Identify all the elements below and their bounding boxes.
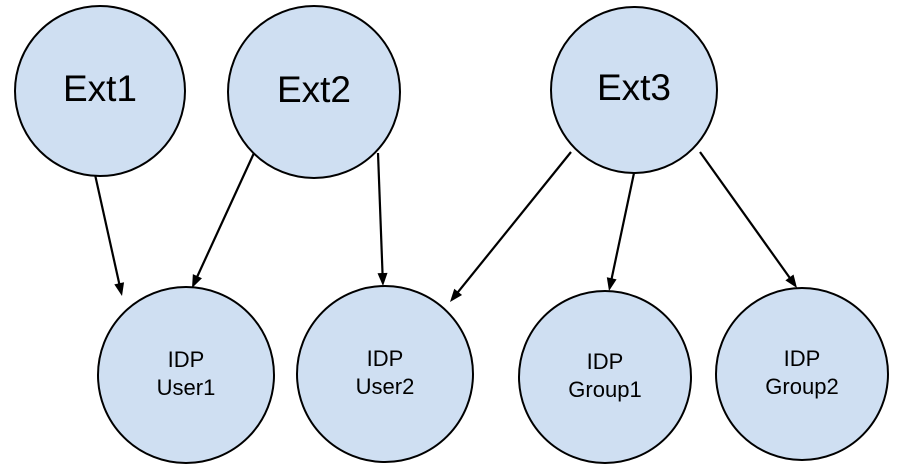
node-circle-user1[interactable] bbox=[97, 286, 275, 464]
node-circle-ext1[interactable] bbox=[14, 5, 186, 177]
arrowhead-icon bbox=[606, 277, 617, 291]
edge-ext2-to-user2 bbox=[376, 152, 388, 286]
node-circle-group2[interactable] bbox=[715, 287, 889, 461]
edge-ext3-to-group1 bbox=[606, 172, 636, 291]
node-circle-ext2[interactable] bbox=[227, 5, 401, 179]
edge-line bbox=[455, 151, 572, 296]
edge-line bbox=[699, 151, 793, 282]
arrowhead-icon bbox=[377, 272, 388, 286]
arrowhead-icon bbox=[785, 274, 797, 288]
edge-line bbox=[376, 152, 384, 277]
edge-line bbox=[194, 152, 255, 280]
node-ext2[interactable]: Ext2 bbox=[227, 5, 401, 179]
node-circle-user2[interactable] bbox=[296, 285, 474, 463]
node-circle-ext3[interactable] bbox=[550, 6, 718, 174]
arrowhead-icon bbox=[192, 274, 202, 288]
node-ext1[interactable]: Ext1 bbox=[14, 5, 186, 177]
arrowhead-icon bbox=[114, 282, 125, 296]
edge-ext2-to-user1 bbox=[192, 152, 255, 288]
arrowhead-icon bbox=[450, 288, 463, 302]
edge-line bbox=[92, 169, 122, 288]
edge-ext3-to-group2 bbox=[699, 151, 797, 288]
node-ext3[interactable]: Ext3 bbox=[550, 6, 718, 174]
edge-ext1-to-user1 bbox=[92, 169, 125, 296]
edge-ext3-to-user2 bbox=[450, 151, 572, 302]
node-circle-group1[interactable] bbox=[518, 290, 692, 464]
edge-line bbox=[609, 172, 636, 283]
edges-layer bbox=[92, 151, 797, 302]
